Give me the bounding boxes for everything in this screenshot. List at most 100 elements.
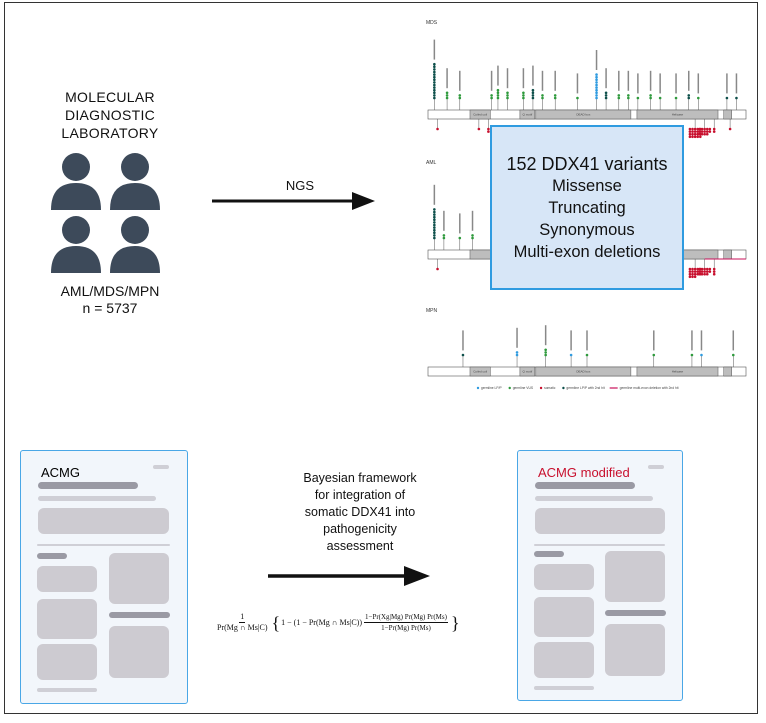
summary-type: Missense — [552, 176, 622, 195]
lollipop-head — [712, 267, 716, 271]
doc-title: ACMG — [41, 465, 80, 480]
lollipop-head — [595, 88, 598, 92]
lollipop-head — [433, 68, 436, 71]
ngs-arrow — [212, 192, 375, 210]
lollipop-head — [693, 127, 697, 131]
domain-label: Coiled coil — [473, 370, 487, 374]
domain-label: DEAD box — [576, 113, 591, 117]
lollipop-head — [696, 135, 700, 139]
lollipop-head — [725, 96, 729, 100]
lollipop-head — [442, 234, 446, 237]
lollipop-head — [617, 96, 621, 100]
lollipop-head — [433, 96, 436, 100]
lollipop-head — [700, 267, 704, 271]
lollipop-head — [553, 96, 557, 100]
lollipop-head — [691, 272, 694, 276]
lollipop-head — [691, 275, 694, 279]
lollipop-head — [433, 231, 436, 235]
lollipop-head — [595, 96, 598, 100]
lollipop-head — [731, 353, 735, 357]
lollipop-head — [595, 78, 598, 82]
lollipop-head — [433, 75, 436, 79]
lollipop-head — [531, 88, 535, 92]
lollipop-head — [691, 270, 694, 273]
lollipop-head — [515, 351, 519, 354]
lollipop-head — [445, 94, 449, 97]
formula-lead-den: Pr(Mg ∩ Ms|C) — [217, 623, 268, 632]
lollipop-head — [712, 130, 716, 133]
lollipop-head — [531, 94, 535, 97]
lollipop-head — [433, 210, 436, 214]
lollipop-head — [576, 96, 579, 100]
protein-domain — [723, 366, 732, 377]
lollipop-head — [553, 94, 557, 97]
lollipop-head — [688, 272, 692, 276]
lollipop-head — [691, 127, 694, 131]
lollipop-head — [477, 127, 481, 131]
lollipop-head — [433, 208, 436, 211]
lollipop-head — [595, 81, 598, 84]
formula-close-brace: } — [450, 612, 460, 633]
lollipop-head — [445, 96, 449, 100]
lollipop-head — [703, 270, 706, 273]
lollipop-head — [531, 91, 535, 95]
outer-frame — [4, 2, 758, 714]
lollipop-head — [691, 132, 694, 136]
lollipop-head — [531, 96, 535, 100]
lollipop-head — [658, 96, 662, 100]
lollipop-head — [595, 75, 598, 79]
legend-label: germline LP/P with 2nd hit — [566, 386, 604, 390]
lollipop-head — [433, 236, 436, 240]
summary-type: Multi-exon deletions — [513, 242, 661, 261]
lollipop-head — [515, 353, 519, 357]
lollipop-head — [712, 272, 716, 276]
lollipop-head — [700, 127, 704, 131]
legend-label: germline VUS — [513, 386, 534, 390]
lollipop-head — [569, 353, 573, 357]
lollipop-head — [433, 70, 436, 74]
lollipop-head — [703, 130, 706, 133]
lollipop-head — [712, 127, 716, 131]
lollipop-head — [433, 78, 436, 82]
lollipop-head — [700, 353, 703, 357]
people-icon — [51, 153, 160, 273]
lollipop-head — [708, 130, 712, 133]
lollipop-head — [697, 96, 700, 100]
bayes-arrow — [268, 566, 430, 586]
lollipop-head — [461, 353, 465, 357]
lollipop-head — [688, 275, 692, 279]
lollipop-head — [705, 132, 709, 136]
legend-swatch — [508, 386, 511, 390]
lollipop-head — [649, 96, 652, 100]
lollipop-head — [544, 353, 547, 357]
lollipop-head — [490, 96, 493, 100]
lollipop-head — [445, 91, 449, 95]
variant-summary-box: 152 DDX41 variants Missense Truncating S… — [490, 125, 684, 290]
lollipop-head — [705, 267, 709, 271]
lollipop-head — [458, 96, 462, 100]
lollipop-head — [522, 94, 525, 97]
lollipop-head — [735, 96, 738, 100]
lollipop-head — [693, 130, 697, 133]
legend-swatch — [539, 386, 543, 390]
protein-domain — [723, 109, 732, 120]
lollipop-head — [617, 94, 621, 97]
lollipop-head — [487, 127, 490, 131]
lollipop-head — [544, 348, 547, 352]
legend-swatch — [476, 386, 480, 390]
lollipop-head — [700, 130, 704, 133]
lollipop-head — [705, 130, 709, 133]
lollipop-head — [433, 83, 436, 87]
panel-label: MDS — [426, 20, 438, 26]
lollipop-head — [433, 65, 436, 69]
lollipop-head — [487, 130, 490, 133]
summary-type: Truncating — [548, 198, 626, 217]
lollipop-head — [693, 272, 697, 276]
domain-label: Coiled coil — [473, 113, 487, 117]
lollipop-head — [506, 91, 509, 95]
bayes-line: for integration of — [314, 488, 406, 502]
lollipop-head — [436, 127, 439, 131]
